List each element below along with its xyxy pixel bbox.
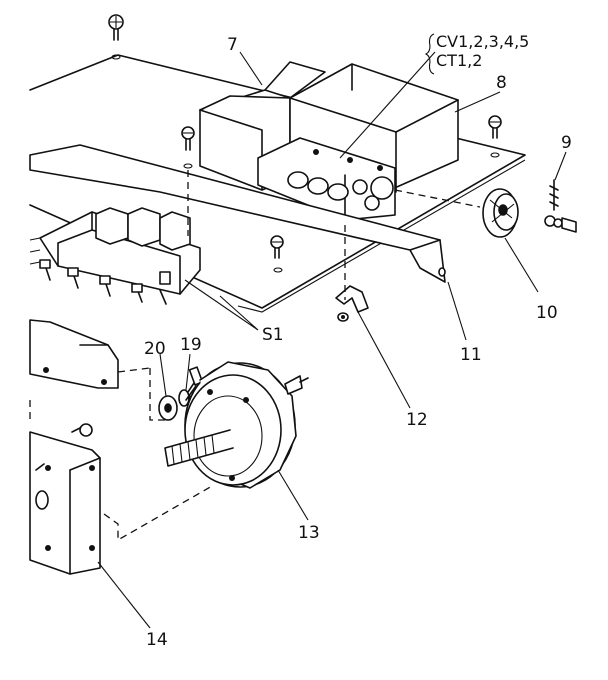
shaft-screw-part-9 — [544, 179, 577, 233]
label-part-14: 14 — [146, 630, 168, 650]
upper-left-bracket — [29, 319, 119, 389]
label-switch-s1: S1 — [262, 325, 284, 345]
leader-lines — [97, 51, 567, 629]
motor-bracket-part-14 — [29, 423, 101, 575]
screw-left — [181, 126, 195, 169]
knob-part-10 — [482, 188, 519, 238]
label-part-9: 9 — [561, 133, 572, 153]
assembly-dash-lines — [29, 170, 481, 542]
label-part-13: 13 — [298, 523, 320, 543]
label-part-8: 8 — [496, 73, 507, 93]
label-part-20: 20 — [144, 339, 166, 359]
label-part-12: 12 — [406, 410, 428, 430]
label-part-19: 19 — [180, 335, 202, 355]
label-part-7: 7 — [227, 35, 238, 55]
clip-part-12 — [335, 285, 369, 322]
screw-right — [488, 115, 502, 158]
screw-middle — [270, 235, 284, 273]
washer-part-20 — [158, 395, 178, 421]
label-part-11: 11 — [460, 345, 482, 365]
brace-icon — [424, 33, 435, 75]
capacitor-assembly — [257, 137, 396, 221]
switch-bank-s1 — [29, 207, 201, 305]
label-part-10: 10 — [536, 303, 558, 323]
motor-part-13 — [164, 361, 309, 489]
label-capacitors-cv: CV1,2,3,4,5 — [436, 32, 529, 51]
bracket-bar-part-11 — [29, 144, 446, 283]
label-capacitors-ct: CT1,2 — [436, 51, 482, 70]
screw-top — [108, 14, 124, 60]
